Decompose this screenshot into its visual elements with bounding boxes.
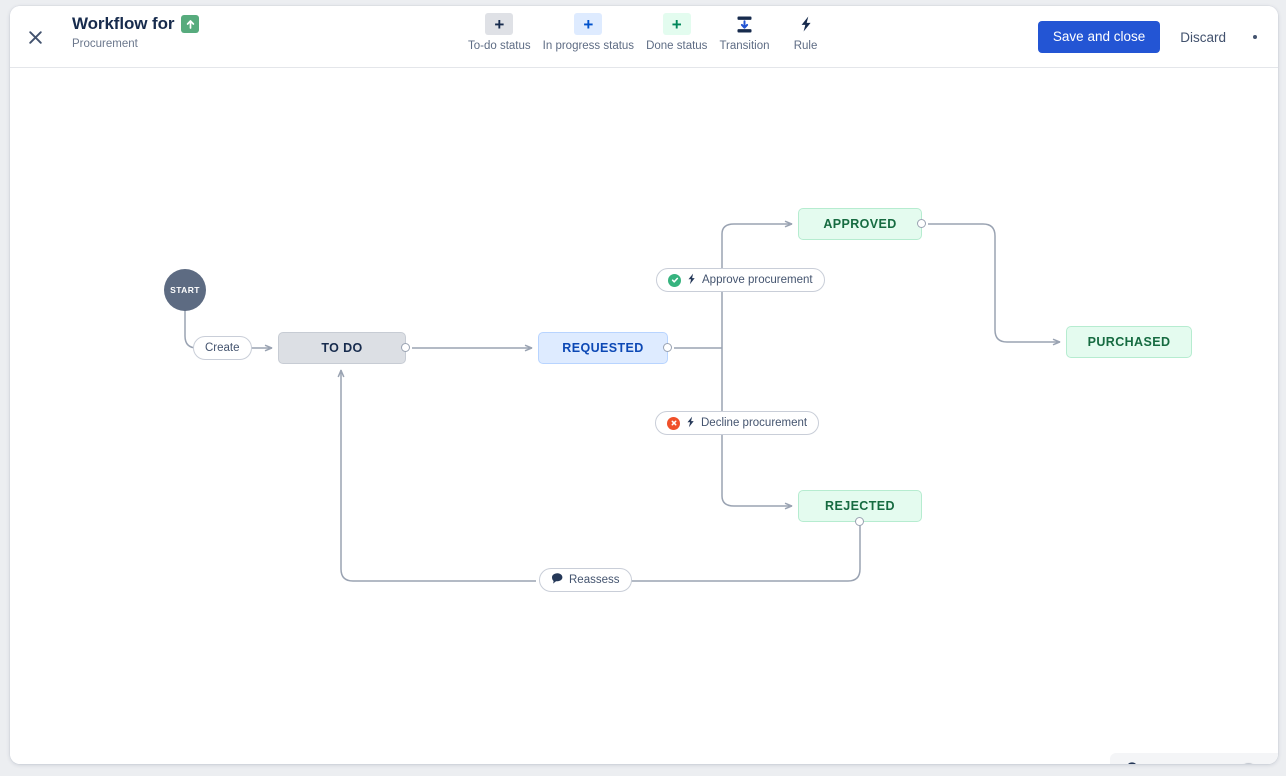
port-approved-right[interactable] [917, 219, 926, 228]
port-to-do-right[interactable] [401, 343, 410, 352]
tool-todo-status[interactable]: + To-do status [462, 13, 537, 52]
page-title: Workflow for [72, 14, 175, 33]
lightning-icon [792, 13, 820, 35]
workflow-canvas[interactable]: START TO DO REQUESTED APPROVED REJECTED … [10, 68, 1278, 764]
start-node[interactable]: START [164, 269, 206, 311]
port-rejected-bottom[interactable] [855, 517, 864, 526]
transition-label: Reassess [569, 574, 620, 586]
status-node-label: APPROVED [823, 217, 897, 231]
more-dot [1253, 35, 1257, 39]
status-node-label: PURCHASED [1087, 335, 1171, 349]
transition-approve-procurement[interactable]: Approve procurement [656, 268, 825, 292]
lightning-icon [686, 273, 697, 288]
check-badge-icon [668, 273, 681, 287]
plus-icon: + [485, 13, 514, 35]
arrow-up-badge-icon [181, 15, 200, 33]
tool-label: Done status [646, 40, 708, 52]
tool-label: Transition [719, 40, 770, 52]
editor-toolbar: + To-do status + In progress status + Do… [462, 13, 836, 52]
close-icon[interactable] [18, 20, 52, 54]
edge-reassess-todo [337, 369, 536, 582]
tool-in-progress-status[interactable]: + In progress status [537, 13, 640, 52]
more-options-icon[interactable] [1242, 22, 1268, 52]
transition-label: Create [205, 342, 240, 354]
tool-label: Rule [793, 40, 818, 52]
transition-icon [730, 13, 758, 35]
transition-label: Approve procurement [702, 274, 813, 286]
discard-button[interactable]: Discard [1166, 22, 1240, 53]
cross-badge-icon [667, 416, 680, 430]
save-and-close-button[interactable]: Save and close [1037, 21, 1161, 53]
status-node-label: TO DO [321, 341, 363, 355]
status-node-label: REJECTED [825, 499, 895, 513]
tool-transition[interactable]: Transition [713, 13, 775, 52]
plus-icon: + [574, 13, 603, 35]
transition-reassess[interactable]: Reassess [539, 568, 632, 592]
tool-label: In progress status [542, 40, 635, 52]
zoom-control[interactable] [1110, 753, 1278, 764]
transition-create[interactable]: Create [193, 336, 252, 360]
tool-label: To-do status [468, 40, 531, 52]
port-requested-right[interactable] [663, 343, 672, 352]
status-node-to-do[interactable]: TO DO [278, 332, 406, 364]
status-node-approved[interactable]: APPROVED [798, 208, 922, 240]
title-block: Workflow for Procurement [72, 14, 200, 51]
editor-header: Workflow for Procurement + To-do status … [10, 6, 1278, 68]
workflow-subtitle: Procurement [72, 38, 138, 50]
workflow-edges [184, 220, 1061, 582]
status-node-label: REQUESTED [562, 341, 644, 355]
condition-icon [551, 572, 564, 588]
status-node-requested[interactable]: REQUESTED [538, 332, 668, 364]
header-actions: Save and close Discard [1037, 21, 1268, 53]
zoom-out-icon[interactable] [1124, 760, 1143, 764]
edge-rejected-reassess [623, 518, 861, 582]
tool-rule[interactable]: Rule [776, 13, 836, 52]
tool-done-status[interactable]: + Done status [640, 13, 713, 52]
workflow-editor-window: Workflow for Procurement + To-do status … [10, 6, 1278, 764]
edge-approved-purchased [928, 223, 1061, 346]
edge-trunk-rejected [721, 348, 793, 510]
lightning-icon [685, 416, 696, 431]
plus-icon: + [662, 13, 691, 35]
edge-trunk-approved [721, 220, 793, 348]
transition-label: Decline procurement [701, 417, 808, 429]
zoom-slider-thumb[interactable] [1239, 763, 1257, 764]
start-node-label: START [170, 285, 200, 295]
status-node-purchased[interactable]: PURCHASED [1066, 326, 1192, 358]
transition-decline-procurement[interactable]: Decline procurement [655, 411, 820, 435]
